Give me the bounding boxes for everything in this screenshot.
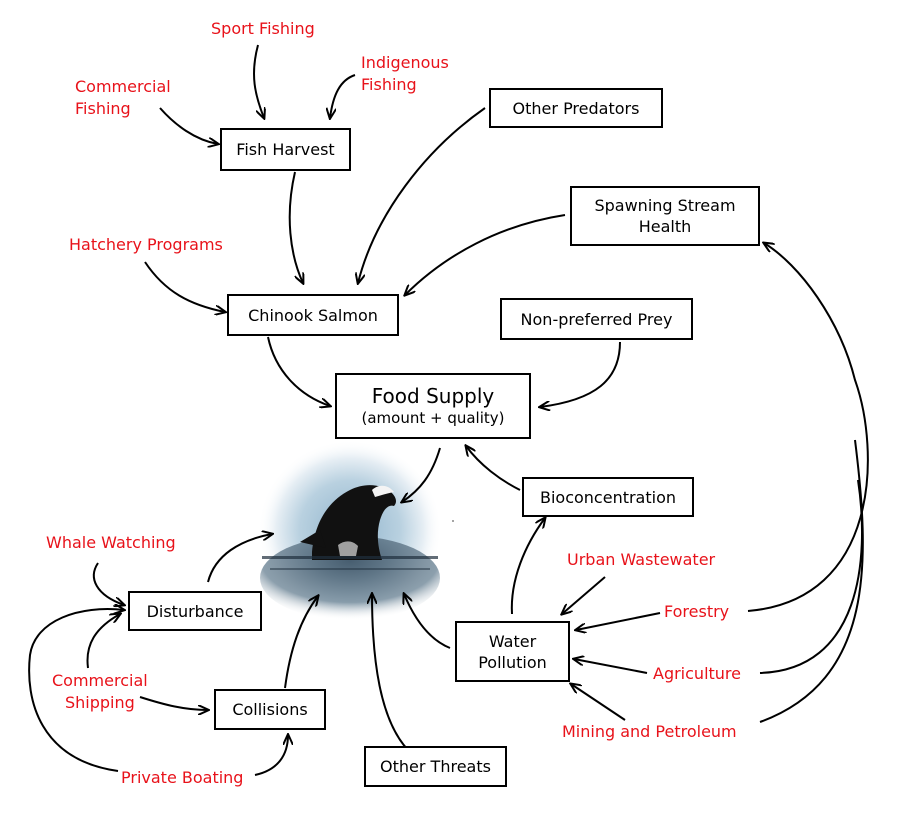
arrow-boating-to-collisions xyxy=(254,735,288,776)
arrow-shipping-to-disturbance xyxy=(86,614,120,669)
label-commercial-shipping: Commercial Shipping xyxy=(52,671,148,712)
arrow-food-to-orca xyxy=(402,447,441,502)
arrow-disturbance-to-orca xyxy=(207,534,272,583)
arrow-shipping-to-collisions xyxy=(139,696,208,710)
arrow-forestry-to-pollution xyxy=(576,612,661,630)
arrow-whalewatching-to-disturbance xyxy=(93,562,124,605)
arrow-pollution-to-bio xyxy=(510,518,545,615)
arrow-mining-to-pollution xyxy=(571,684,626,721)
label-sport-fishing: Sport Fishing xyxy=(211,19,315,38)
arrow-hatchery-to-salmon xyxy=(144,261,225,312)
orca-body xyxy=(312,485,396,560)
label-whale-watching: Whale Watching xyxy=(46,533,176,552)
arrow-salmon-to-food xyxy=(267,336,330,406)
orca-flipper xyxy=(300,530,326,548)
node-spawning-stream-health: Spawning Stream Health xyxy=(570,186,760,246)
arrow-mining-to-spawning xyxy=(759,439,864,723)
arrow-agriculture-to-pollution xyxy=(574,659,648,674)
node-other-threats: Other Threats xyxy=(364,746,507,787)
node-chinook-salmon: Chinook Salmon xyxy=(227,294,399,336)
arrow-forestry-to-spawning xyxy=(747,243,869,612)
food-supply-title: Food Supply xyxy=(371,384,495,408)
arrow-sport-to-harvest xyxy=(253,44,264,118)
food-supply-subtitle: (amount + quality) xyxy=(361,409,505,427)
node-non-preferred-prey: Non-preferred Prey xyxy=(500,298,693,340)
arrow-prey-to-food xyxy=(540,341,621,407)
node-water-pollution: Water Pollution xyxy=(455,621,570,682)
node-collisions: Collisions xyxy=(214,689,326,730)
node-food-supply: Food Supply (amount + quality) xyxy=(335,373,531,439)
arrow-urban-to-pollution xyxy=(562,576,606,614)
node-fish-harvest: Fish Harvest xyxy=(220,128,351,171)
node-bioconcentration: Bioconcentration xyxy=(522,477,694,517)
node-disturbance: Disturbance xyxy=(128,591,262,631)
label-forestry: Forestry xyxy=(664,602,730,621)
arrow-harvest-to-salmon xyxy=(288,171,303,283)
arrow-threats-to-orca xyxy=(372,594,409,751)
arrow-pollution-to-orca xyxy=(404,594,451,649)
orca-image xyxy=(258,440,442,620)
label-hatchery-programs: Hatchery Programs xyxy=(69,235,223,254)
label-indigenous-fishing: Indigenous Fishing xyxy=(361,53,449,94)
arrow-boating-to-disturbance xyxy=(28,609,124,772)
arrow-spawning-to-salmon xyxy=(405,214,566,295)
orca-eyepatch xyxy=(372,485,394,497)
arrow-agriculture-to-spawning xyxy=(759,479,863,674)
node-other-predators: Other Predators xyxy=(489,88,663,128)
arrow-indigenous-to-harvest xyxy=(330,74,356,118)
arrow-bio-to-food xyxy=(466,446,521,491)
arrow-commercial-to-harvest xyxy=(159,107,218,144)
label-agriculture: Agriculture xyxy=(653,664,741,683)
label-mining-and-petroleum: Mining and Petroleum xyxy=(562,722,737,741)
arrow-predators-to-salmon xyxy=(358,107,486,283)
label-private-boating: Private Boating xyxy=(121,768,244,787)
label-urban-wastewater: Urban Wastewater xyxy=(567,550,716,569)
label-commercial-fishing: Commercial Fishing xyxy=(75,77,171,118)
arrow-collisions-to-orca xyxy=(284,596,318,689)
